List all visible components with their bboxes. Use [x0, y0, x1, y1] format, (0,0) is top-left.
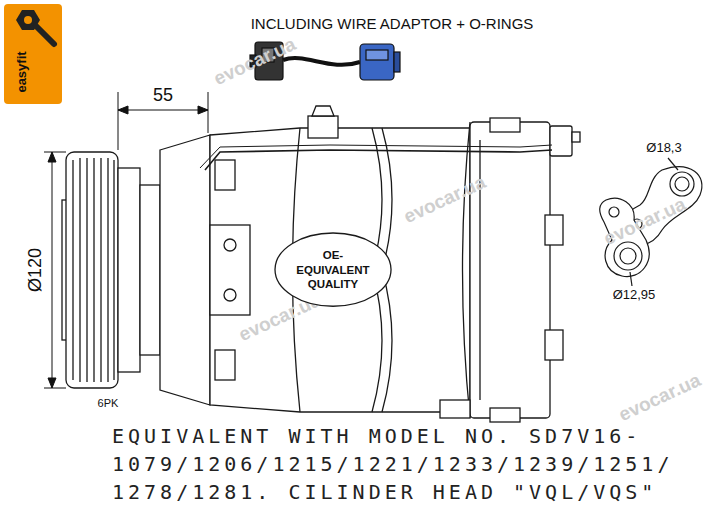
compressor-part — [160, 135, 210, 405]
compressor-part — [215, 350, 235, 380]
dimension-lines-part — [44, 388, 66, 389]
dimension-lines-part — [118, 106, 128, 114]
compressor-part — [210, 128, 470, 412]
dimension: Ø120 — [26, 248, 46, 292]
watermark: evocar.ua — [616, 370, 704, 426]
compressor-part — [93, 158, 94, 382]
compressor-part — [72, 160, 73, 380]
dimension-lines-part — [52, 152, 53, 388]
compressor-part — [140, 185, 160, 355]
model-note: EQUIVALENT WITH MODEL NO. SD7V16- 1079/1… — [112, 422, 692, 506]
brand-logo: easyfit — [15, 51, 29, 92]
compressor-part — [66, 152, 118, 388]
compressor-part — [545, 215, 563, 245]
watermark: evocar.ua — [211, 34, 299, 90]
o-rings-part — [668, 158, 678, 170]
compressor-part — [86, 158, 87, 382]
compressor-part — [107, 158, 108, 382]
easyfit-badge-part — [36, 26, 54, 44]
wire-adaptor-part — [394, 52, 400, 72]
o-rings — [600, 158, 702, 286]
heading-note: INCLUDING WIRE ADAPTOR + O-RINGS — [251, 16, 534, 33]
compressor-part — [100, 158, 101, 382]
compressor — [62, 106, 580, 422]
o-rings-part — [670, 172, 694, 196]
oval-border — [275, 233, 391, 306]
compressor-part — [200, 145, 552, 168]
watermark: evocar.ua — [401, 172, 489, 228]
o-rings-part — [614, 242, 642, 270]
o-rings-part — [675, 177, 689, 191]
compressor-part — [79, 158, 80, 382]
easyfit-badge-part — [24, 16, 32, 24]
compressor-part — [113, 160, 114, 380]
dimension-lines-part — [208, 92, 209, 133]
compressor-part — [210, 225, 250, 315]
compressor-part — [312, 106, 334, 116]
dimension: Ø18,3 — [646, 141, 681, 155]
compressor-part — [490, 408, 520, 422]
dimension: Ø12,95 — [613, 288, 656, 302]
compressor-part — [205, 150, 552, 170]
dimension-lines-part — [44, 152, 66, 153]
dimension: 55 — [153, 86, 173, 106]
compressor-part — [308, 116, 338, 138]
easyfit-badge — [4, 4, 62, 104]
compressor-part — [545, 330, 563, 360]
wire-adaptor-part — [360, 44, 394, 80]
o-rings-part — [609, 207, 619, 217]
dimension-lines-part — [48, 152, 56, 162]
easyfit-badge-part — [4, 4, 62, 104]
compressor-part — [572, 132, 580, 142]
compressor-part — [224, 289, 236, 301]
belt-profile: 6PK — [98, 397, 119, 409]
compressor-part — [73, 158, 114, 382]
dimension-lines-part — [198, 106, 208, 114]
compressor-part — [224, 239, 236, 251]
quality-oval: OE- EQUIVALENT QUALITY — [273, 231, 393, 308]
dimension-lines-part — [118, 110, 208, 111]
o-rings-part — [620, 248, 636, 264]
compressor-part — [118, 168, 140, 372]
compressor-part — [215, 160, 235, 190]
wire-adaptor-part — [283, 58, 360, 65]
compressor-part — [470, 122, 550, 418]
compressor-part — [550, 126, 572, 156]
dimension-lines-part — [48, 378, 56, 388]
compressor-part — [440, 400, 470, 418]
compressor-part — [490, 118, 520, 132]
o-rings-part — [630, 272, 632, 286]
oval-text: OE- EQUIVALENT QUALITY — [296, 248, 369, 291]
compressor-part — [463, 122, 471, 418]
wire-adaptor-part — [366, 50, 388, 60]
watermark: evocar.ua — [601, 194, 689, 250]
dimension-lines-part — [118, 92, 119, 150]
